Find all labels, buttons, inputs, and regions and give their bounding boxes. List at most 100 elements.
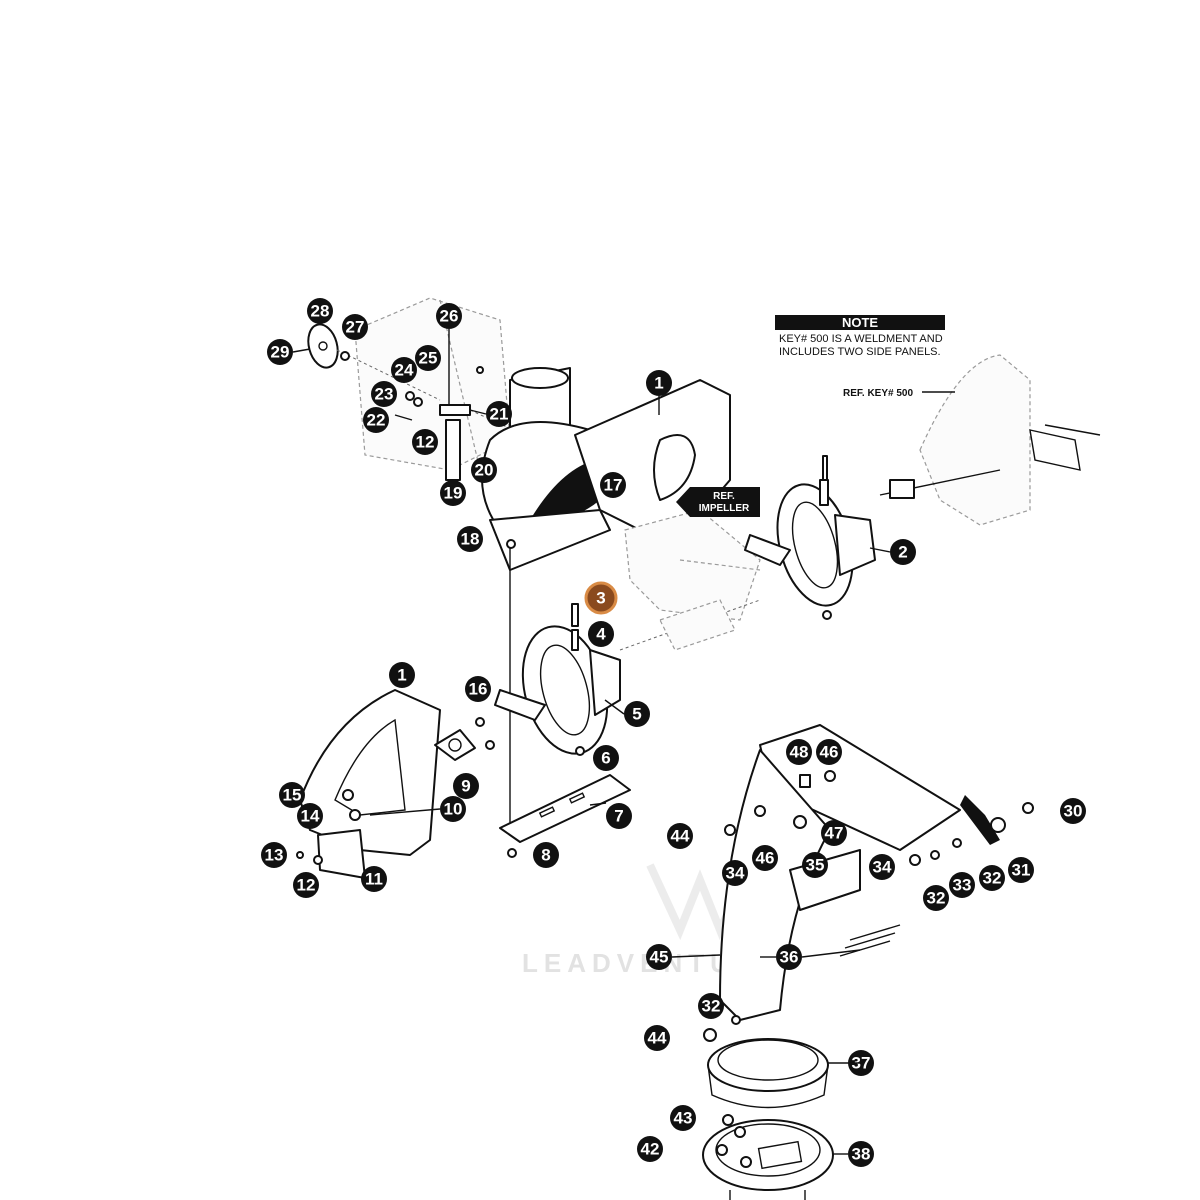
svg-text:17: 17 (604, 476, 623, 495)
callout-29[interactable]: 29 (267, 339, 293, 365)
svg-text:25: 25 (419, 349, 438, 368)
svg-text:32: 32 (702, 997, 721, 1016)
svg-text:14: 14 (301, 807, 320, 826)
svg-text:34: 34 (726, 864, 745, 883)
callout-34-left[interactable]: 34 (722, 860, 748, 886)
callout-10[interactable]: 10 (440, 796, 466, 822)
svg-text:44: 44 (648, 1029, 667, 1048)
callout-27[interactable]: 27 (342, 314, 368, 340)
callout-44-lower[interactable]: 44 (644, 1025, 670, 1051)
callout-7[interactable]: 7 (606, 803, 632, 829)
svg-text:33: 33 (953, 876, 972, 895)
svg-text:1: 1 (397, 666, 406, 685)
ref-impeller-label: REF. IMPELLER (676, 487, 760, 517)
callout-45[interactable]: 45 (646, 944, 672, 970)
callout-24[interactable]: 24 (391, 357, 417, 383)
svg-text:32: 32 (983, 869, 1002, 888)
svg-text:8: 8 (541, 846, 550, 865)
callout-2[interactable]: 2 (890, 539, 916, 565)
svg-text:48: 48 (790, 743, 809, 762)
svg-text:24: 24 (395, 361, 414, 380)
callout-17[interactable]: 17 (600, 472, 626, 498)
callout-8[interactable]: 8 (533, 842, 559, 868)
callout-6[interactable]: 6 (593, 745, 619, 771)
chute-ring (707, 1038, 829, 1109)
svg-text:32: 32 (927, 889, 946, 908)
callout-13[interactable]: 13 (261, 842, 287, 868)
svg-text:30: 30 (1064, 802, 1083, 821)
callout-23[interactable]: 23 (371, 381, 397, 407)
callout-9[interactable]: 9 (453, 773, 479, 799)
callout-3[interactable]: 3 (584, 581, 618, 615)
callout-48[interactable]: 48 (786, 739, 812, 765)
svg-text:20: 20 (475, 461, 494, 480)
svg-text:1: 1 (654, 374, 663, 393)
svg-text:28: 28 (311, 302, 330, 321)
svg-text:22: 22 (367, 411, 386, 430)
callout-1-lower[interactable]: 1 (389, 662, 415, 688)
ref-impeller-line2: IMPELLER (699, 503, 750, 514)
callout-30[interactable]: 30 (1060, 798, 1086, 824)
callout-31[interactable]: 31 (1008, 857, 1034, 883)
callout-42[interactable]: 42 (637, 1136, 663, 1162)
svg-text:16: 16 (469, 680, 488, 699)
callout-32-right-a[interactable]: 32 (923, 885, 949, 911)
callout-19[interactable]: 19 (440, 480, 466, 506)
callout-33[interactable]: 33 (949, 872, 975, 898)
ref-impeller-line1: REF. (713, 491, 735, 502)
callout-22[interactable]: 22 (363, 407, 389, 433)
svg-text:19: 19 (444, 484, 463, 503)
callout-46-lower[interactable]: 46 (752, 845, 778, 871)
svg-text:10: 10 (444, 800, 463, 819)
svg-text:36: 36 (780, 948, 799, 967)
callout-4[interactable]: 4 (588, 621, 614, 647)
callout-35[interactable]: 35 (802, 852, 828, 878)
callout-20[interactable]: 20 (471, 457, 497, 483)
callout-16[interactable]: 16 (465, 676, 491, 702)
callout-14[interactable]: 14 (297, 803, 323, 829)
callout-44-upper[interactable]: 44 (667, 823, 693, 849)
svg-text:21: 21 (490, 405, 509, 424)
callout-1-upper[interactable]: 1 (646, 370, 672, 396)
note-line-1: KEY# 500 IS A WELDMENT AND (779, 333, 943, 345)
svg-text:42: 42 (641, 1140, 660, 1159)
callout-12-upper[interactable]: 12 (412, 429, 438, 455)
note-heading: NOTE (842, 315, 878, 330)
svg-text:44: 44 (671, 827, 690, 846)
svg-text:27: 27 (346, 318, 365, 337)
callout-28[interactable]: 28 (307, 298, 333, 324)
svg-text:35: 35 (806, 856, 825, 875)
svg-text:5: 5 (632, 705, 641, 724)
svg-text:11: 11 (365, 870, 383, 889)
svg-text:18: 18 (461, 530, 480, 549)
callout-34-right[interactable]: 34 (869, 854, 895, 880)
callout-38[interactable]: 38 (848, 1141, 874, 1167)
svg-text:46: 46 (756, 849, 775, 868)
callout-43[interactable]: 43 (670, 1105, 696, 1131)
callout-11[interactable]: 11 (361, 866, 387, 892)
svg-text:9: 9 (461, 777, 470, 796)
svg-text:43: 43 (674, 1109, 693, 1128)
callout-32-right-b[interactable]: 32 (979, 865, 1005, 891)
svg-text:13: 13 (265, 846, 284, 865)
svg-text:12: 12 (416, 433, 435, 452)
callout-26[interactable]: 26 (436, 303, 462, 329)
callout-25[interactable]: 25 (415, 345, 441, 371)
svg-text:3: 3 (596, 589, 605, 608)
auger-shaft (509, 548, 761, 830)
leader-lines (292, 329, 891, 1155)
callout-5[interactable]: 5 (624, 701, 650, 727)
note-line-2: INCLUDES TWO SIDE PANELS. (779, 346, 941, 358)
side-panel-left (296, 689, 495, 879)
callout-47[interactable]: 47 (821, 820, 847, 846)
callout-46-upper[interactable]: 46 (816, 739, 842, 765)
callout-36[interactable]: 36 (776, 944, 802, 970)
callout-15[interactable]: 15 (279, 782, 305, 808)
ref-key-text: REF. KEY# 500 (843, 388, 913, 399)
callouts: 28 27 29 26 25 24 23 22 21 12 20 19 17 1… (261, 298, 1086, 1167)
callout-21[interactable]: 21 (486, 401, 512, 427)
callout-18[interactable]: 18 (457, 526, 483, 552)
svg-text:31: 31 (1012, 861, 1031, 880)
callout-12-lower[interactable]: 12 (293, 872, 319, 898)
callout-32-lower[interactable]: 32 (698, 993, 724, 1019)
